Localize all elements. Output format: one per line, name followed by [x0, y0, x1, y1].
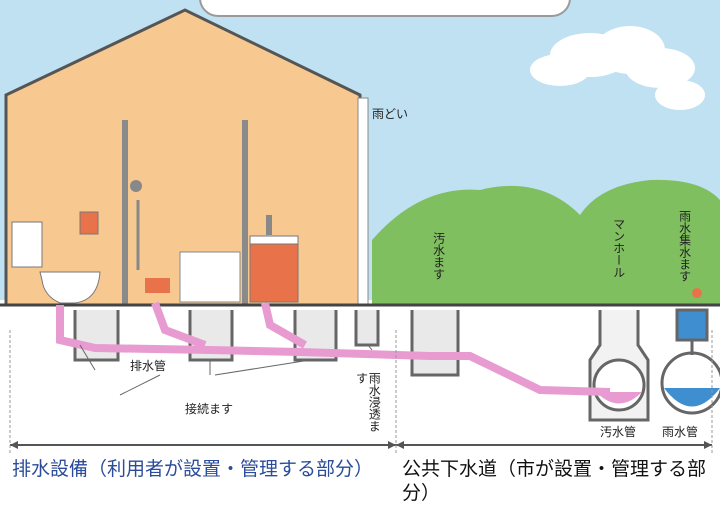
inlet-cap	[692, 288, 702, 298]
arrow-head	[704, 441, 712, 449]
toilet-tank	[11, 221, 43, 268]
drain-branch	[261, 302, 307, 349]
bath-stool	[145, 278, 170, 293]
sewage-pipe-label: 汚水管	[600, 425, 637, 439]
pointer-lines	[79, 344, 373, 396]
interior-wall	[242, 120, 248, 305]
manhole-label: マンホール	[611, 218, 626, 278]
top-tab	[199, 0, 571, 17]
arrow-head	[396, 441, 404, 449]
stormwater-flow	[664, 388, 720, 407]
arrow-head	[10, 441, 18, 449]
basin-top	[249, 235, 299, 245]
private-section-caption: 排水設備（利用者が設置・管理する部分）	[12, 458, 374, 480]
green-hill	[372, 179, 720, 305]
bathtub	[179, 251, 241, 303]
clouds	[530, 26, 705, 110]
downspout-label: 雨どい	[372, 107, 409, 121]
rain-collection-label: 雨水集水ます	[677, 210, 692, 282]
interior-wall	[122, 120, 128, 305]
washbasin	[249, 239, 299, 303]
drain-branch	[151, 301, 207, 349]
drain-pipe	[56, 305, 611, 396]
paper-holder	[79, 211, 99, 235]
sewage-inlet-label: 汚水ます	[431, 232, 446, 280]
downspout	[357, 97, 369, 307]
rain-infiltration-label: 雨水浸透ます	[354, 372, 382, 432]
faucet	[266, 215, 272, 235]
public-section-caption: 公共下水道（市が設置・管理する部分）	[402, 458, 707, 504]
stormwater-pipe-label: 雨水管	[662, 425, 699, 439]
toilet-bowl	[39, 271, 101, 304]
drain-pipe-label: 排水管	[130, 359, 167, 373]
arrow-head	[388, 441, 396, 449]
connection-box-label: 接続ます	[185, 402, 234, 416]
rain-collection-box	[675, 308, 709, 342]
shower-head	[130, 180, 142, 192]
